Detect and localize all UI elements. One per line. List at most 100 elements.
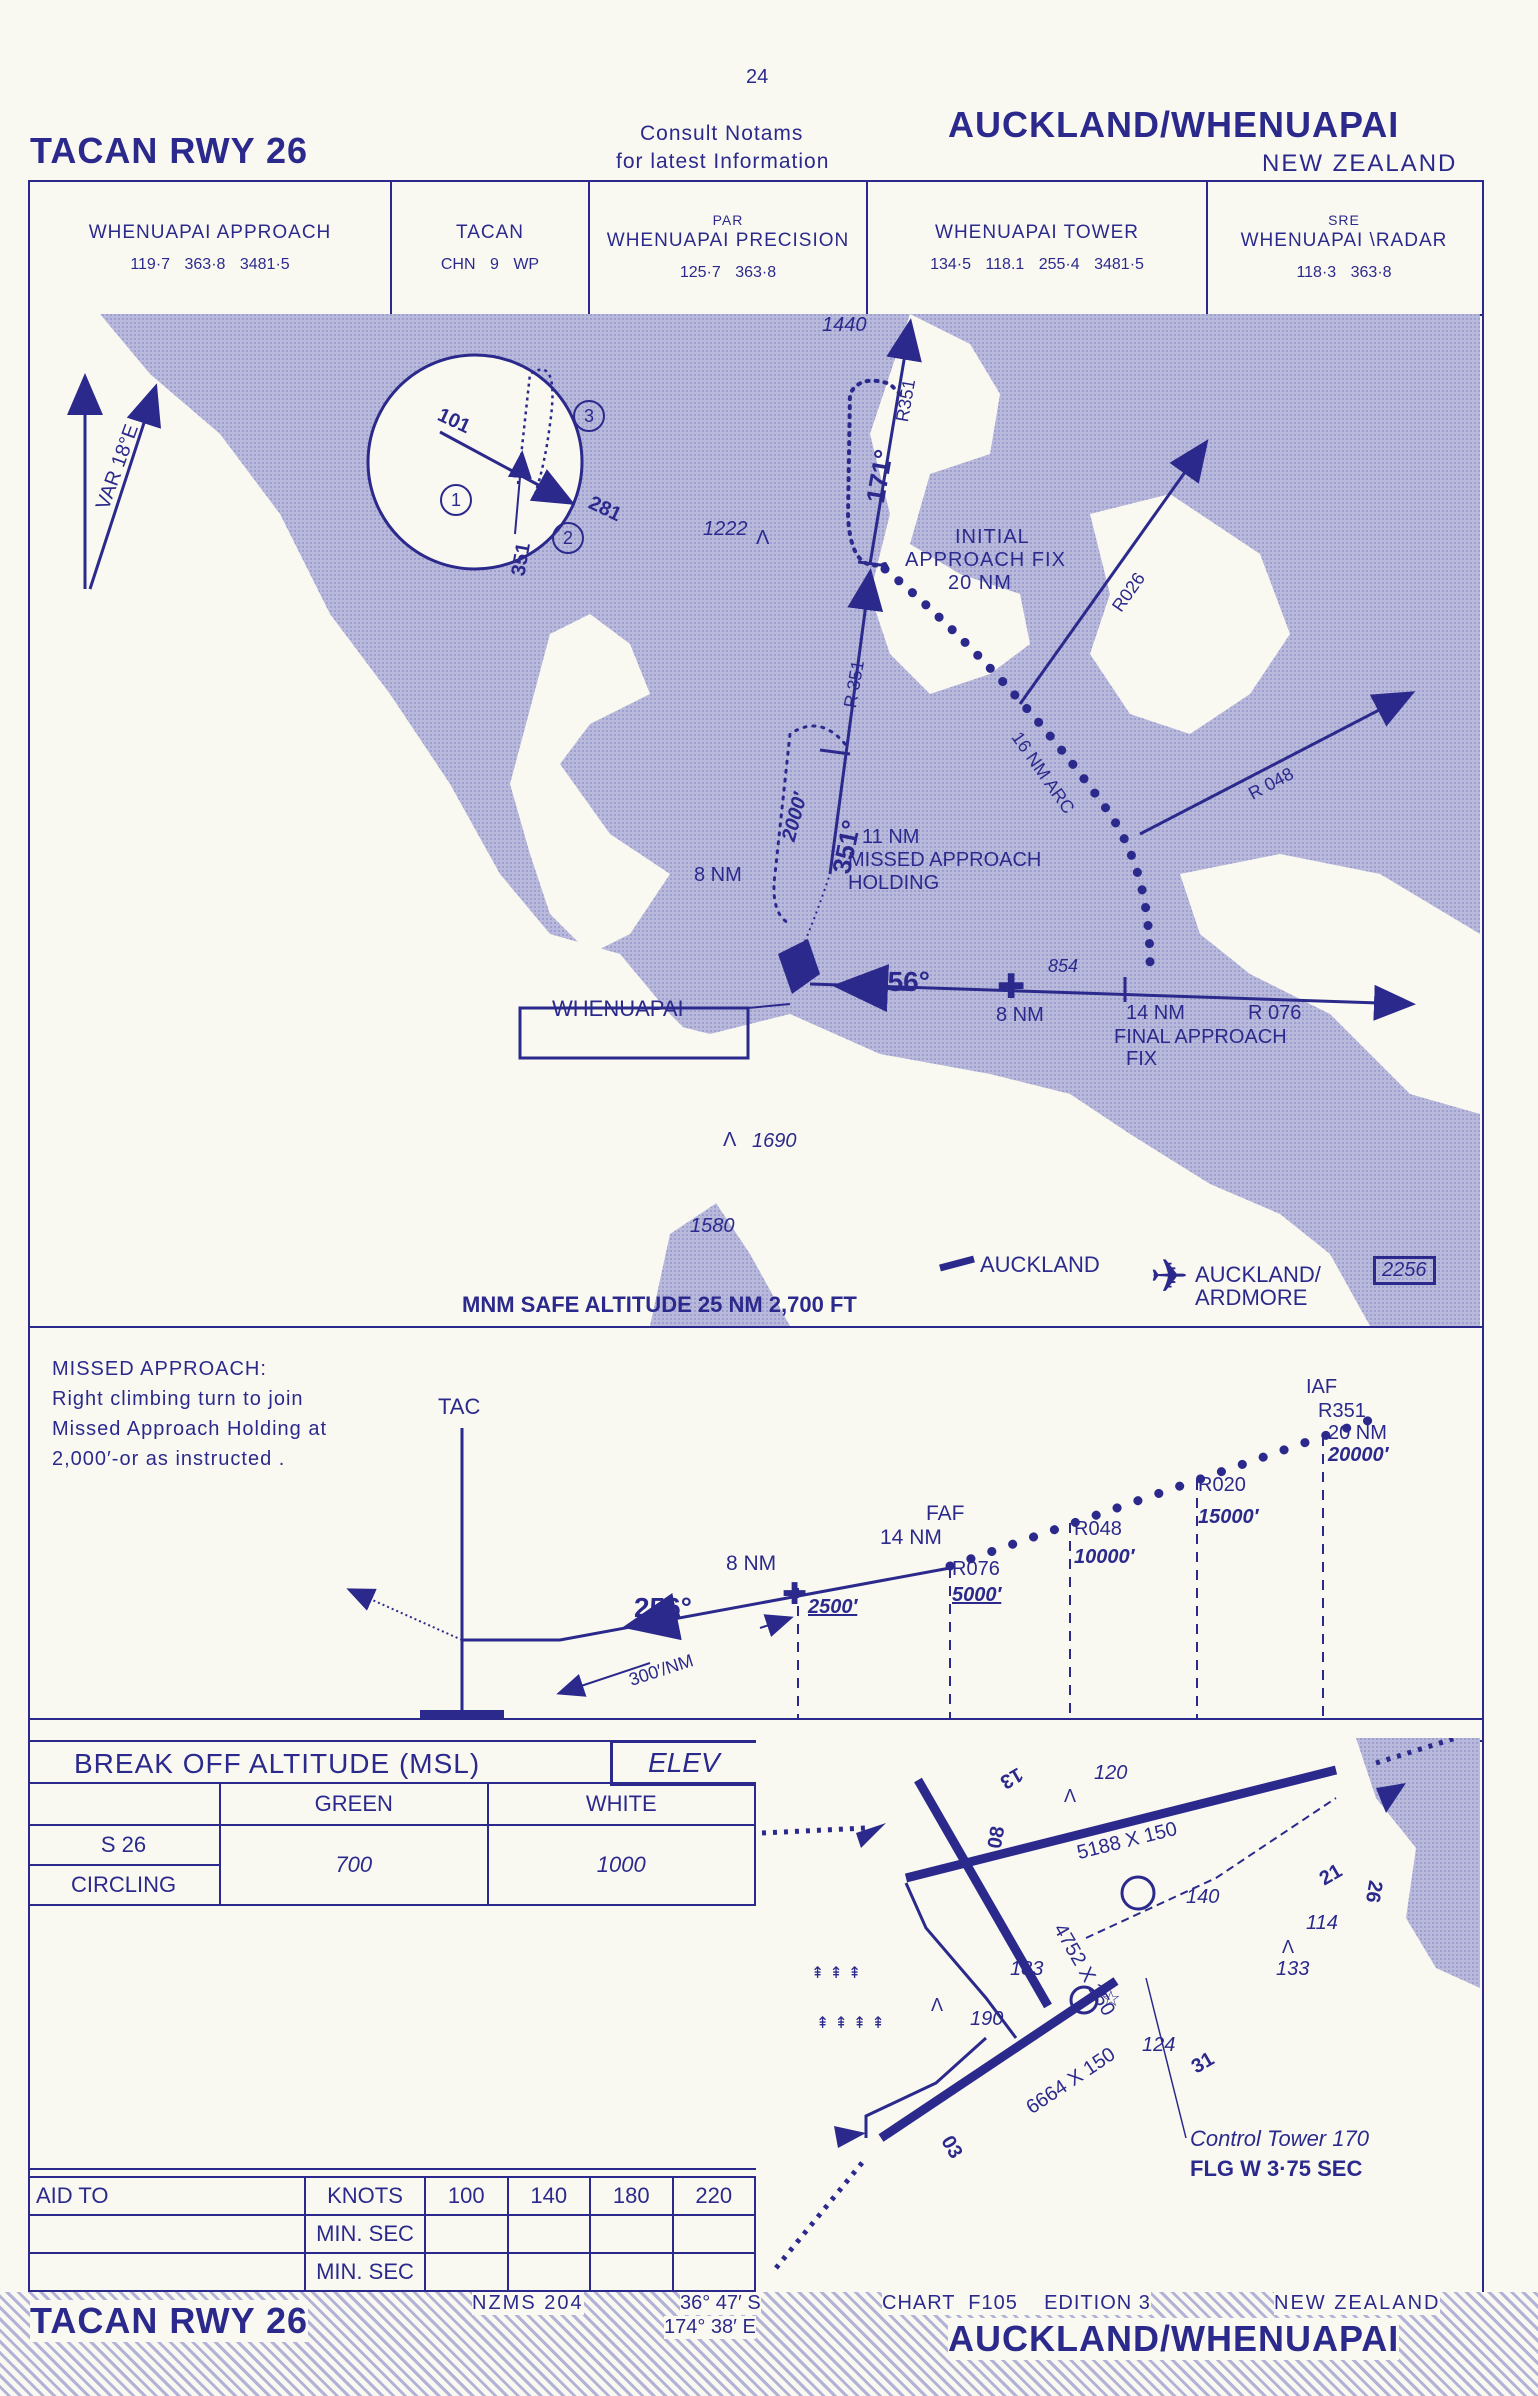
- row-circling: CIRCLING: [28, 1864, 222, 1906]
- footer-lat: 36° 47′ S: [680, 2292, 761, 2315]
- taxiway-3: [1085, 1797, 1337, 1939]
- obstacle-1222-icon: Λ: [756, 527, 770, 549]
- mah-line1: 11 NM: [862, 826, 920, 848]
- ma-line1: MISSED APPROACH:: [52, 1358, 267, 1380]
- comm-radar: SRE WHENUAPAI \RADAR 118·3 363·8: [1240, 212, 1448, 281]
- obstacle-114-icon: Λ: [1282, 1937, 1294, 1957]
- spot-1690: 1690: [752, 1130, 797, 1152]
- r048-track: [1139, 691, 1416, 836]
- inset-n1: 1: [440, 484, 472, 516]
- comm-precision: PAR WHENUAPAI PRECISION 125·7 363·8: [590, 180, 868, 314]
- plan-view: ✚ Λ Λ ✈: [30, 314, 1480, 1326]
- obstacle-120-icon: Λ: [1064, 1786, 1076, 1806]
- comm-tacan: TACAN CHN 9 WP: [392, 180, 590, 314]
- profile-r048-alt: 10000′: [1074, 1546, 1135, 1568]
- tac-label: TAC: [438, 1394, 481, 1419]
- profile-r076-alt: 5000′: [952, 1584, 1002, 1606]
- notam-notice-2: for latest Information: [616, 150, 830, 173]
- msa-label: MNM SAFE ALTITUDE 25 NM 2,700 FT: [462, 1292, 857, 1317]
- footer-procedure: TACAN RWY 26: [30, 2300, 309, 2342]
- r076-label: R 076: [1248, 1002, 1302, 1024]
- nm14-label: 14 NM: [1126, 1002, 1185, 1024]
- airfield-connector: [747, 1003, 791, 1009]
- mah-line2: MISSED APPROACH: [848, 849, 1042, 871]
- elev-140: 140: [1186, 1886, 1220, 1908]
- profile-r020-alt: 15000′: [1198, 1506, 1259, 1528]
- gradient-arrow-right: [759, 1614, 794, 1637]
- iaf-line3: 20 NM: [948, 572, 1012, 594]
- beacon-label: FLG W 3·75 SEC: [1190, 2156, 1363, 2181]
- gradient-arrow-left: [556, 1662, 651, 1697]
- iaf-line1: INITIAL: [955, 526, 1030, 548]
- min-sec-2: MIN. SEC: [304, 2252, 426, 2292]
- nm8-label: 8 NM: [996, 1004, 1044, 1026]
- hdg-256: 256°: [872, 966, 930, 997]
- holding-inset: [366, 353, 584, 571]
- dme-arc-16nm: [880, 564, 1155, 969]
- fix-8nm-cross-icon: ✚: [782, 1577, 807, 1612]
- mah-tick: [819, 748, 851, 756]
- profile-view: ✚: [346, 1415, 1375, 1718]
- elev-120: 120: [1094, 1762, 1128, 1784]
- speed-140: 140: [506, 2176, 591, 2216]
- descent-path: [462, 1566, 951, 1642]
- r026-track: [1018, 439, 1209, 705]
- trees-icon: ⇞ ⇞ ⇞: [811, 1963, 861, 1982]
- magnetic-north-arrow: [88, 383, 161, 590]
- speed-180: 180: [589, 2176, 674, 2216]
- elev-133: 133: [1276, 1958, 1310, 1980]
- approach-lights-26: [1375, 1738, 1457, 1766]
- profile-faf-14nm: 14 NM: [880, 1526, 942, 1549]
- profile-8nm: 8 NM: [726, 1552, 777, 1575]
- row-s26: S 26: [28, 1824, 222, 1866]
- inbound-arrow: [622, 1593, 682, 1641]
- spot-1222: 1222: [703, 518, 748, 540]
- land-isthmus: [550, 994, 1370, 1326]
- minima-table: GREEN WHITE S 26 700 1000 CIRCLING: [28, 1782, 757, 1906]
- rwy-26: 26: [1360, 1878, 1387, 1905]
- notes-area: [28, 1906, 758, 2170]
- green-value: 700: [219, 1824, 489, 1906]
- spot-854: 854: [1048, 956, 1079, 976]
- timing-table: AID TO KNOTS 100 140 180 220 MIN. SEC MI…: [28, 2176, 756, 2292]
- rwy-08: 08: [983, 1824, 1010, 1851]
- elev-124: 124: [1142, 2034, 1176, 2056]
- auckland-runway-icon: [939, 1255, 975, 1272]
- profile-r020: R020: [1198, 1474, 1246, 1496]
- divider-plan-profile: [30, 1326, 1482, 1328]
- inbound-256-arrow: [832, 964, 911, 1013]
- land-north-peninsula: [870, 314, 1030, 694]
- nm8-upper: 8 NM: [694, 864, 742, 886]
- airfield-outline: [518, 1006, 750, 1060]
- comm-approach: WHENUAPAI APPROACH 119·7 363·8 3481·5: [30, 180, 392, 314]
- aerodrome-diagram: ☆ Λ Λ Λ ⇞ ⇞ ⇞ ⇞ ⇞ ⇞ ⇞: [756, 1738, 1480, 2292]
- arrow-08: [856, 1823, 886, 1848]
- min-sec-1: MIN. SEC: [304, 2214, 426, 2254]
- missed-approach-path: [789, 873, 831, 975]
- iaf-line2: APPROACH FIX: [905, 549, 1066, 571]
- ma-line2: Right climbing turn to join: [52, 1388, 304, 1410]
- missed-approach-hold: [772, 724, 847, 926]
- control-tower: Control Tower 170: [1190, 2126, 1369, 2151]
- inset-n2: 2: [552, 522, 584, 554]
- ma-line4: 2,000′-or as instructed .: [52, 1448, 286, 1470]
- col-green: GREEN: [219, 1782, 489, 1826]
- footer-lon: 174° 38′ E: [664, 2316, 756, 2339]
- notam-notice-1: Consult Notams: [640, 122, 804, 145]
- comm-tower: WHENUAPAI TOWER 134·5 118.1 255·4 3481·5: [868, 180, 1208, 314]
- tacan-symbol: [778, 939, 820, 994]
- profile-hdg: 256°: [634, 1592, 692, 1623]
- arrow-26: [1376, 1783, 1406, 1813]
- profile-iaf-r351: R351: [1318, 1400, 1366, 1422]
- obstacle-1690-icon: Λ: [723, 1129, 737, 1151]
- auckland-label: AUCKLAND: [980, 1252, 1100, 1277]
- mah-line3: HOLDING: [848, 872, 940, 894]
- arrow-03: [834, 2126, 866, 2148]
- missed-approach-climb: [346, 1588, 463, 1641]
- approach-lights-03: [774, 2156, 868, 2270]
- profile-r076: R076: [952, 1558, 1000, 1580]
- land-central: [510, 614, 670, 954]
- profile-iaf-alt: 20000′: [1328, 1444, 1389, 1466]
- taxiway-1: [904, 1882, 1018, 2039]
- runway-03-21: [878, 1977, 1119, 2142]
